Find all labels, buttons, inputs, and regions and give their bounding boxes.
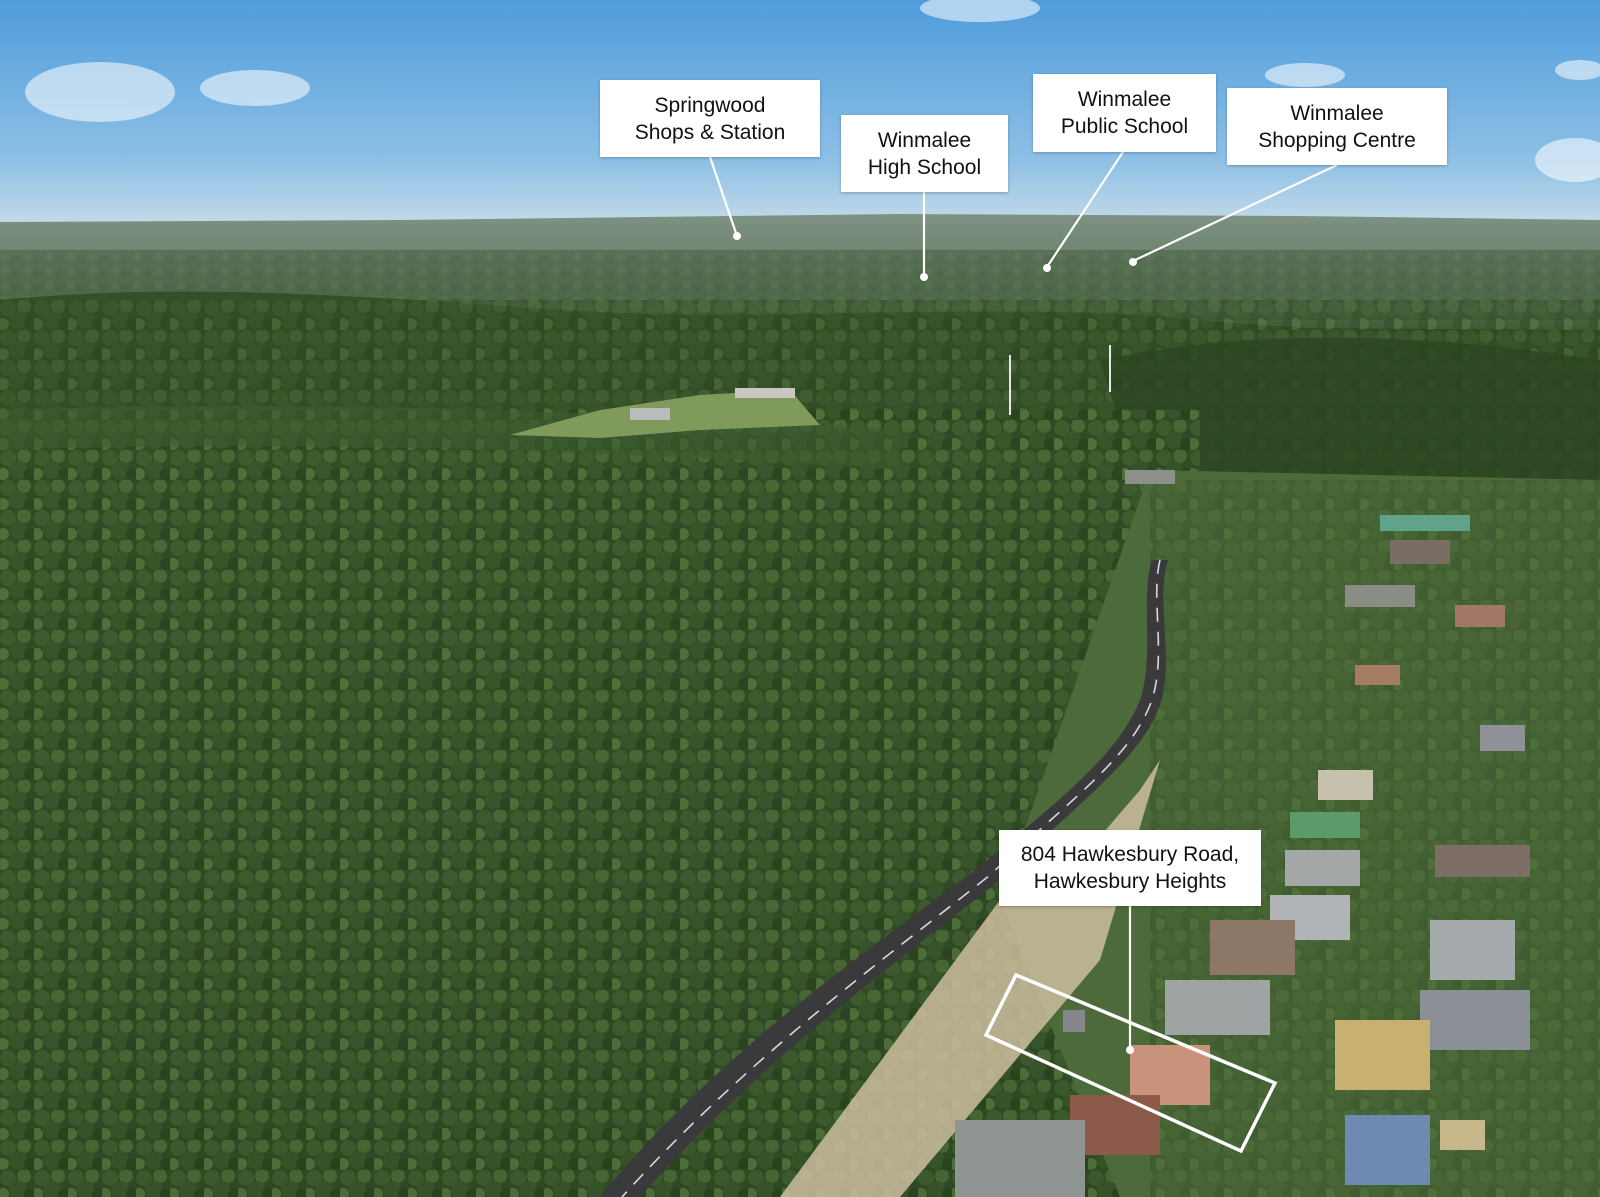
label-line: High School (867, 155, 982, 179)
leader-lines (708, 151, 1338, 1054)
label-line: Winmalee (877, 128, 972, 152)
label-line: Winmalee (1077, 88, 1172, 111)
label-line: Shops & Station (634, 120, 786, 144)
label-winmalee-public-school: Winmalee Public School (1033, 74, 1216, 152)
road (600, 560, 1168, 1197)
clouds (25, 0, 1600, 182)
label-line: Springwood (654, 93, 766, 117)
label-line: Shopping Centre (1258, 128, 1416, 152)
label-line: 804 Hawkesbury Road, (1020, 843, 1240, 866)
label-winmalee-high-school: Winmalee High School (841, 115, 1008, 192)
label-subject-property: 804 Hawkesbury Road, Hawkesbury Heights (999, 830, 1261, 906)
label-line: Public School (1060, 115, 1189, 138)
label-line: Winmalee (1290, 101, 1384, 125)
label-springwood-shops-station: Springwood Shops & Station (600, 80, 820, 157)
houses (955, 470, 1530, 1197)
label-line: Hawkesbury Heights (1033, 870, 1227, 893)
label-winmalee-shopping-centre: Winmalee Shopping Centre (1227, 88, 1447, 165)
property-boundary (983, 972, 1278, 1154)
